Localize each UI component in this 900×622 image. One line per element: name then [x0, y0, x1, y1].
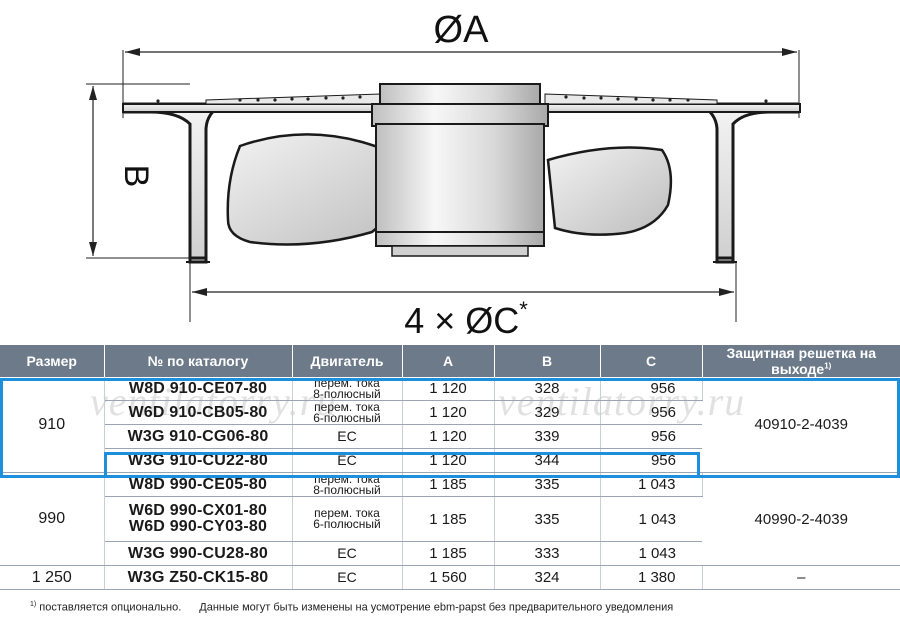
dimension-b: B: [86, 83, 190, 259]
motor-cell: EC: [292, 424, 403, 449]
fan-housing: [122, 93, 801, 264]
c-cell: 1 043: [600, 472, 703, 497]
c-cell: 1 043: [600, 496, 702, 542]
size-cell: 990: [0, 472, 105, 566]
col-b-header: B: [494, 345, 601, 377]
catalog-cell: W6D 910-CB05-80: [104, 400, 293, 425]
table-row: 1 250 W3G Z50-CK15-80 EC 1 560 324 1 380…: [0, 565, 900, 590]
col-size-header: Размер: [0, 345, 105, 377]
col-grille-header: Защитная решетка на выходе1): [702, 345, 900, 377]
grille-cell: 40910-2-4039: [702, 377, 900, 473]
c-cell: 1 043: [600, 541, 702, 566]
size-cell: 910: [0, 377, 105, 473]
col-c-header: C: [600, 345, 703, 377]
spec-table: Размер № по каталогу Двигатель A B C Защ…: [0, 345, 900, 590]
b-cell: 333: [494, 541, 601, 566]
dim-b-label: B: [117, 165, 155, 188]
catalog-cell: W8D 910-CE07-80: [104, 377, 293, 401]
grille-cell: 40990-2-4039: [702, 472, 900, 566]
b-cell: 328: [494, 377, 601, 401]
b-cell: 324: [494, 565, 601, 590]
col-motor-header: Двигатель: [292, 345, 403, 377]
catalog-cell: W3G 910-CG06-80: [104, 424, 293, 449]
dimension-a: ØA: [122, 9, 800, 118]
catalog-cell: W3G Z50-CK15-80: [104, 565, 293, 590]
c-cell: 956: [600, 448, 702, 473]
c-cell: 956: [600, 424, 702, 449]
a-cell: 1 560: [402, 565, 495, 590]
c-cell: 1 380: [600, 565, 703, 590]
b-cell: 339: [494, 424, 601, 449]
catalog-cell: W3G 990-CU28-80: [104, 541, 293, 566]
table-header-row: Размер № по каталогу Двигатель A B C Защ…: [0, 345, 900, 377]
grille-cell: –: [702, 565, 900, 590]
dim-c-label: 4 × ØC*: [404, 297, 528, 340]
b-cell: 329: [494, 400, 601, 425]
c-cell: 956: [600, 400, 702, 425]
motor-cell: EC: [292, 541, 403, 566]
motor-cell: EC: [292, 565, 403, 590]
footnote: 1) поставляется опционально.Данные могут…: [30, 601, 674, 614]
a-cell: 1 120: [402, 424, 495, 449]
catalog-cell: W8D 990-CE05-80: [104, 472, 293, 497]
c-cell: 956: [600, 377, 703, 401]
table-row: W3G 990-CU28-80 EC 1 185 333 1 043: [0, 541, 900, 566]
fan-dimension-drawing: ØA B 4 × ØC*: [86, 9, 801, 340]
b-cell: 335: [494, 472, 601, 497]
motor-hub: [371, 83, 549, 257]
col-catalog-header: № по каталогу: [104, 345, 293, 377]
fan-blades: [226, 133, 673, 246]
size-cell: 1 250: [0, 565, 105, 590]
motor-cell: EC: [292, 448, 403, 473]
dim-a-label: ØA: [434, 9, 490, 51]
a-cell: 1 120: [402, 400, 495, 425]
a-cell: 1 185: [402, 496, 495, 542]
b-cell: 344: [494, 448, 601, 473]
b-cell: 335: [494, 496, 601, 542]
catalog-cell: W3G 910-CU22-80: [104, 448, 293, 473]
a-cell: 1 120: [402, 448, 495, 473]
table-row: W3G 910-CG06-80 EC 1 120 339 956: [0, 424, 900, 449]
a-cell: 1 185: [402, 541, 495, 566]
col-a-header: A: [402, 345, 495, 377]
a-cell: 1 120: [402, 377, 495, 401]
dimension-c: 4 × ØC*: [189, 262, 737, 340]
a-cell: 1 185: [402, 472, 495, 497]
